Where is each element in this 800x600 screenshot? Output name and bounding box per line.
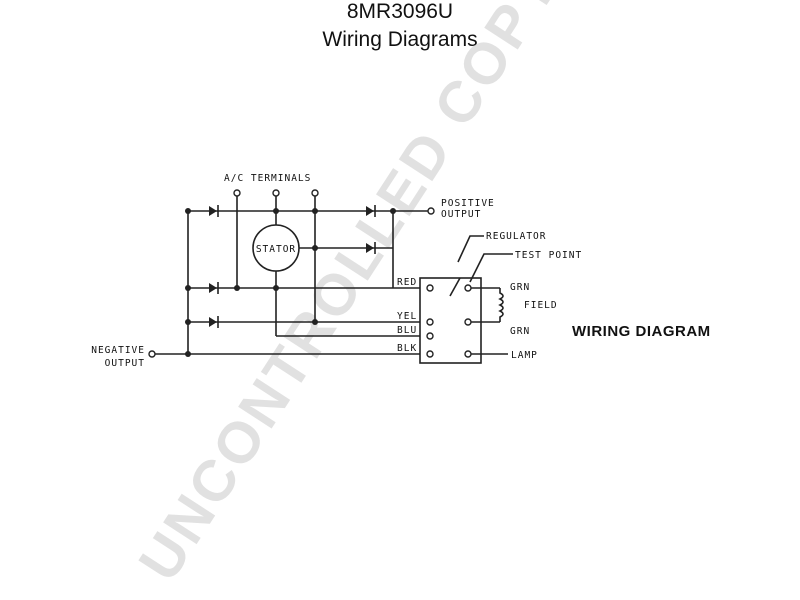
regulator-terminal-icons <box>426 284 472 358</box>
field-label: FIELD <box>524 300 558 311</box>
regulator-box <box>419 277 482 364</box>
yel-label: YEL <box>397 311 417 322</box>
blk-label: BLK <box>397 343 417 354</box>
diode-icon <box>366 205 376 217</box>
positive-output-label: POSITIVE <box>441 198 495 209</box>
diode-icon <box>209 282 219 294</box>
junction-dots <box>185 208 396 357</box>
negative-output-label: NEGATIVE <box>91 345 145 356</box>
ac-terminal-icons <box>233 189 319 197</box>
negative-output-label: OUTPUT <box>105 358 145 369</box>
diode-icon <box>209 316 219 328</box>
ac-terminals-label: A/C TERMINALS <box>224 173 311 184</box>
wiring-diagram-label: WIRING DIAGRAM <box>572 323 711 340</box>
regulator-label: REGULATOR <box>486 231 546 242</box>
lamp-label: LAMP <box>511 350 538 361</box>
test-point-leader <box>469 253 513 283</box>
page-subtitle: Wiring Diagrams <box>322 28 478 51</box>
part-number-title: 8MR3096U <box>346 0 454 23</box>
stator-label: STATOR <box>256 244 296 255</box>
regulator-leader <box>457 235 484 263</box>
diode-icon <box>366 242 376 254</box>
positive-output-label: OUTPUT <box>441 209 481 220</box>
blu-label: BLU <box>397 325 417 336</box>
watermark: UNCONTROLLED COPY <box>126 0 572 592</box>
red-label: RED <box>397 277 417 288</box>
diode-icon <box>209 205 219 217</box>
positive-output-terminal-icon <box>427 207 435 215</box>
negative-output-terminal-icon <box>148 350 156 358</box>
stator-icon <box>252 224 300 272</box>
grn-top-label: GRN <box>510 282 530 293</box>
test-point-label: TEST POINT <box>515 250 582 261</box>
field-coil-icon <box>498 288 504 322</box>
grn-bottom-label: GRN <box>510 326 530 337</box>
regulator-switch-icon <box>449 277 461 297</box>
